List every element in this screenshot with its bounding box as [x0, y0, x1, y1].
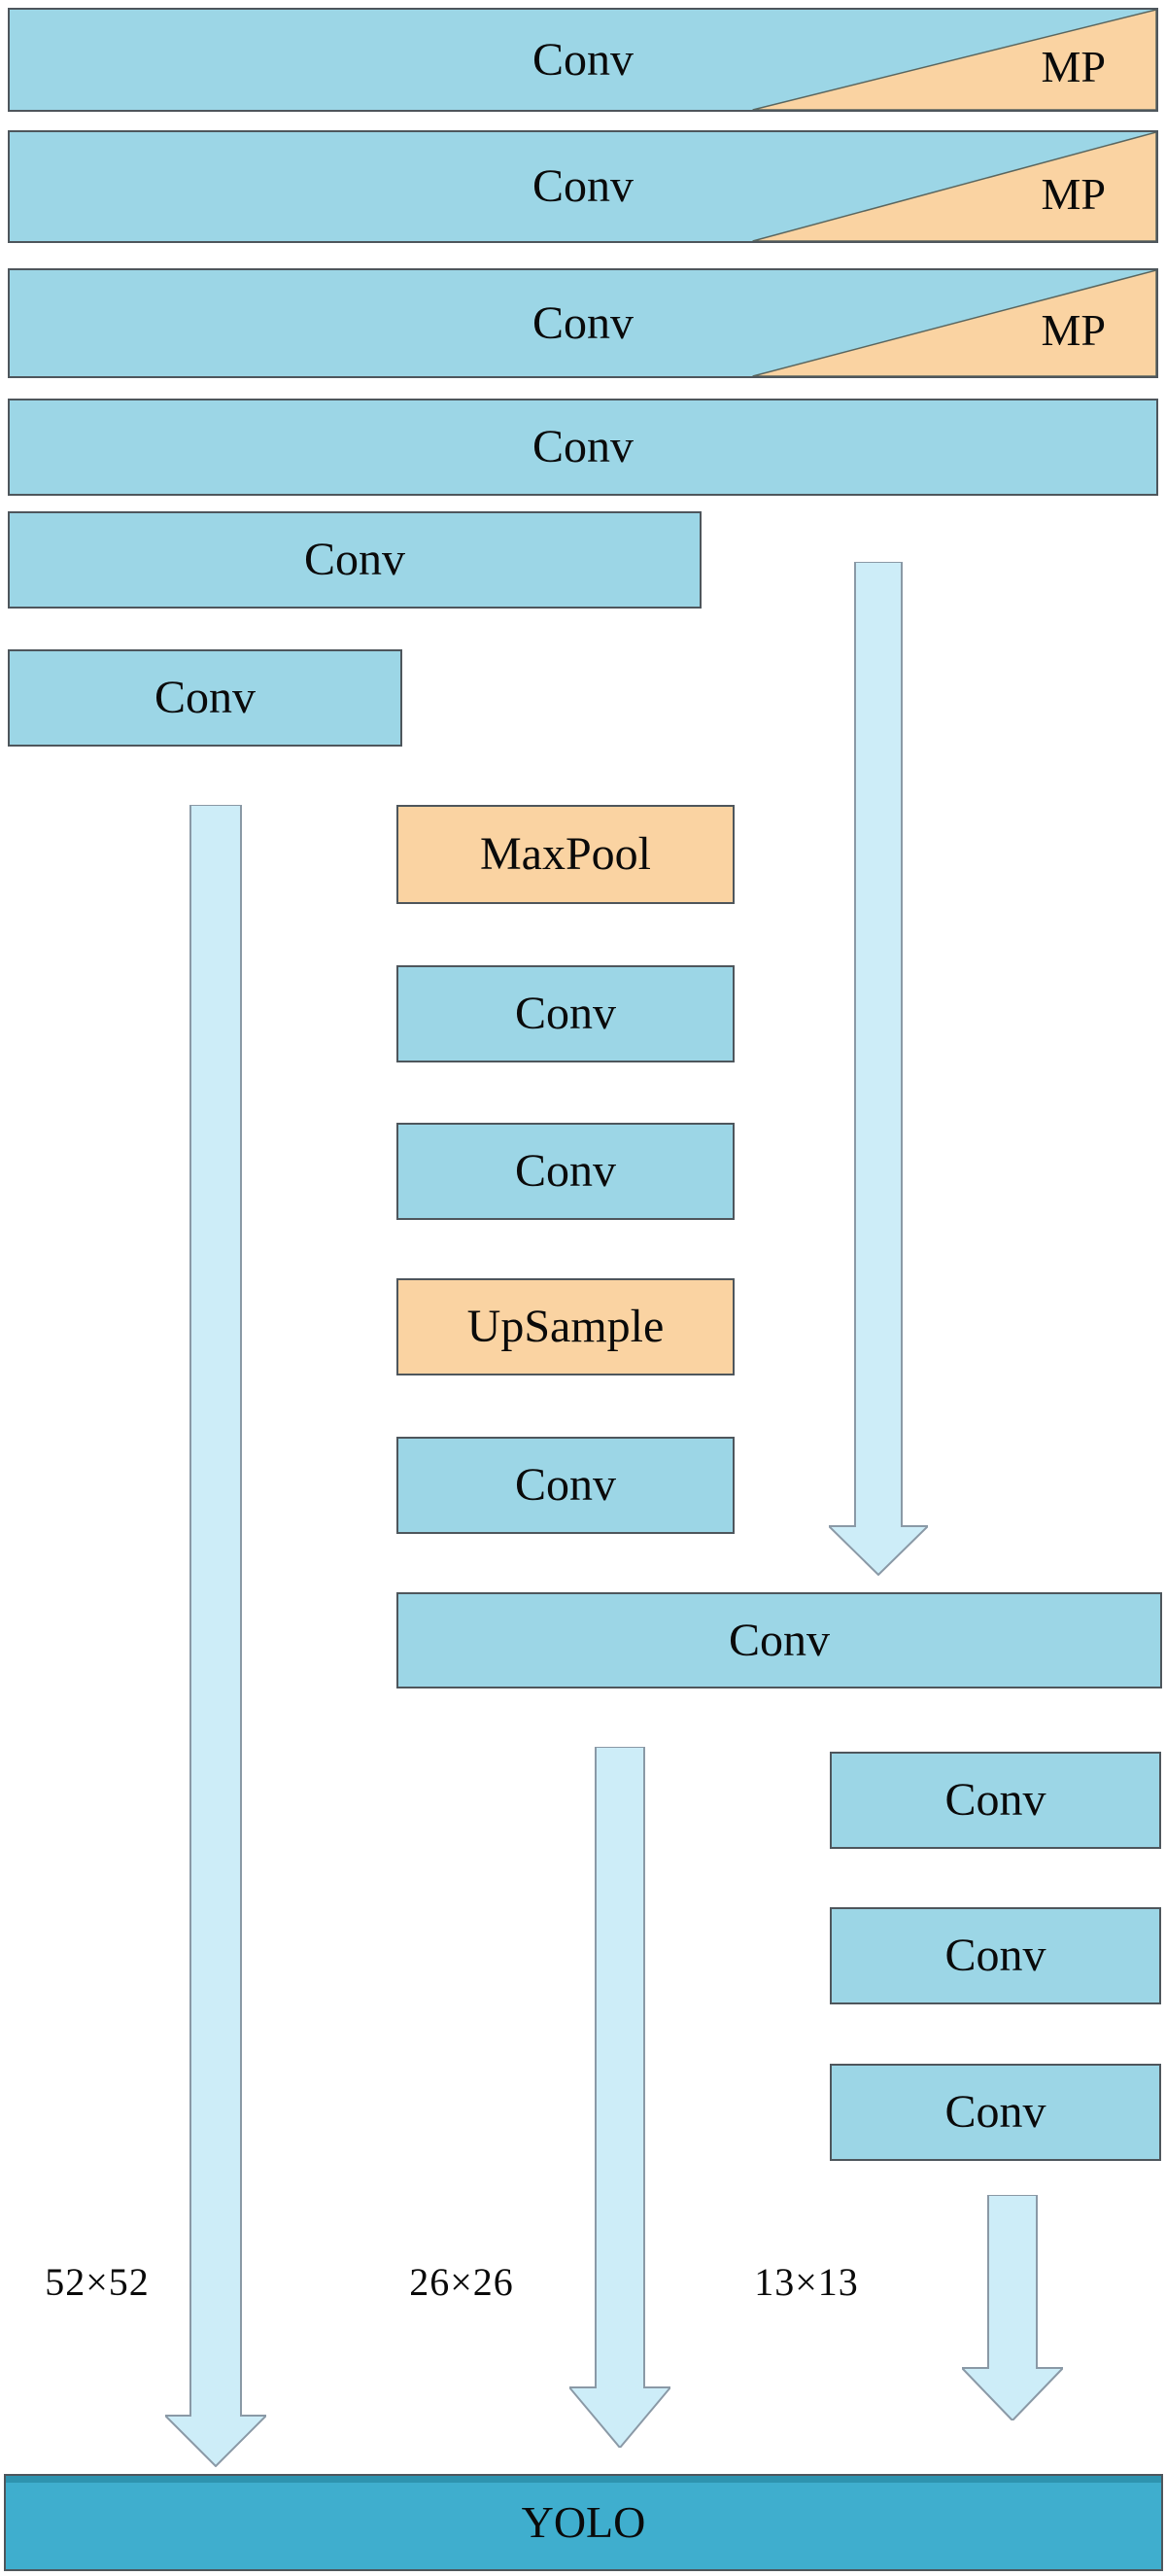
conv-label: Conv [532, 296, 634, 349]
conv-bar-5: Conv [8, 511, 702, 609]
scale-label-13x13: 13×13 [754, 2260, 859, 2304]
conv-label: Conv [944, 2086, 1046, 2138]
conv-box-middle-1: Conv [396, 965, 735, 1062]
merge-conv-bar: Conv [396, 1592, 1162, 1688]
down-arrow-26-path [569, 1747, 670, 2448]
maxpool-box: MaxPool [396, 805, 735, 904]
conv-label: Conv [532, 160, 634, 212]
conv-box-head-3: Conv [830, 2064, 1161, 2161]
conv-label: Conv [514, 1459, 616, 1511]
mp-label: MP [1041, 168, 1106, 219]
conv-mp-bar-3: Conv MP [8, 268, 1158, 378]
yolo-label: YOLO [521, 2497, 646, 2547]
conv-mp-bar-2: Conv MP [8, 130, 1158, 243]
conv-mp-bar-1: Conv MP [8, 8, 1158, 112]
maxpool-triangle-icon [10, 10, 1156, 110]
upsample-label: UpSample [466, 1301, 665, 1352]
maxpool-triangle-icon [10, 270, 1156, 376]
conv-box-middle-3: Conv [396, 1437, 735, 1534]
yolo-output-bar: YOLO [4, 2474, 1163, 2571]
conv-label: Conv [303, 534, 405, 585]
maxpool-label: MaxPool [479, 828, 651, 880]
down-arrow-52-path [165, 805, 266, 2467]
conv-label: Conv [944, 1774, 1046, 1826]
conv-label: Conv [728, 1614, 830, 1666]
mp-label: MP [1041, 41, 1106, 91]
conv-label: Conv [514, 988, 616, 1039]
conv-box-head-1: Conv [830, 1752, 1161, 1849]
scale-label-26x26: 26×26 [409, 2260, 514, 2304]
scale-label-52x52: 52×52 [45, 2260, 150, 2304]
conv-label: Conv [154, 672, 256, 723]
conv-label: Conv [944, 1930, 1046, 1981]
conv-box-middle-2: Conv [396, 1123, 735, 1220]
maxpool-triangle-icon [10, 132, 1156, 241]
down-arrow-into-merge-conv [829, 562, 928, 1576]
down-arrow-13-path [962, 2195, 1063, 2420]
upsample-box: UpSample [396, 1278, 735, 1375]
conv-box-head-2: Conv [830, 1907, 1161, 2004]
conv-label: Conv [514, 1145, 616, 1197]
conv-label: Conv [532, 33, 634, 86]
conv-bar-6: Conv [8, 649, 402, 747]
conv-bar-4: Conv [8, 399, 1158, 496]
conv-label: Conv [532, 421, 634, 472]
mp-label: MP [1041, 305, 1106, 356]
